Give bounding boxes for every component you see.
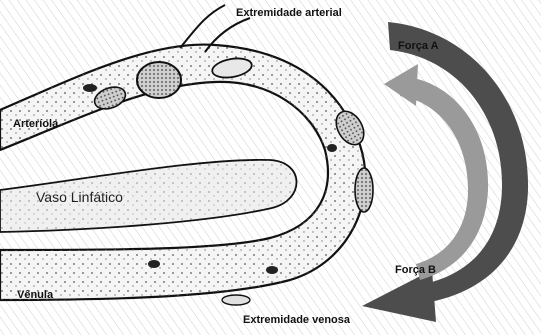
venule-label: Vênula	[17, 289, 53, 301]
lymph-vessel-label: Vaso Linfático	[36, 189, 123, 205]
endothelial-nucleus	[327, 144, 337, 152]
arteriole-label: Arteríola	[13, 118, 58, 130]
red-blood-cell	[222, 295, 250, 305]
red-blood-cell	[355, 168, 373, 212]
force-a-label: Força A	[398, 40, 439, 52]
endothelial-nucleus	[148, 260, 160, 268]
venous-end-label: Extremidade venosa	[243, 314, 350, 326]
endothelial-nucleus	[83, 84, 97, 92]
red-blood-cell	[137, 62, 181, 98]
force-b-label: Força B	[395, 264, 436, 276]
endothelial-nucleus	[266, 266, 278, 274]
arterial-end-label: Extremidade arterial	[236, 7, 342, 19]
